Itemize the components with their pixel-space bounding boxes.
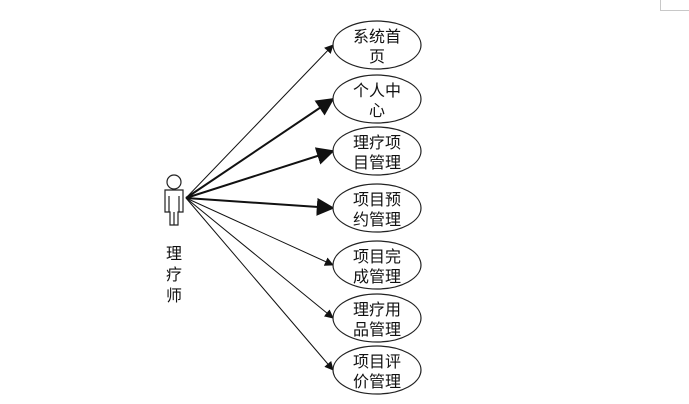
use-case-label-line1: 理疗用 [353,300,401,319]
actor-label: 理 疗 师 [164,243,184,306]
use-case-label-line1: 个人中 [353,81,401,100]
use-case-label-line2: 目管理 [353,153,401,172]
use-case-ellipse [332,293,422,343]
association-arrow [185,197,334,266]
use-case-label-line2: 成管理 [353,267,401,286]
use-case-ellipse [332,126,422,176]
use-case-label-line1: 系统首 [353,27,401,46]
use-case-label-line1: 项目预 [353,190,401,209]
use-case-ellipse [332,345,422,395]
use-case-label-line1: 理疗项 [353,133,401,152]
use-case-label-line1: 项目评 [353,352,401,371]
association-arrow [185,44,334,199]
use-case-ellipse [332,74,422,124]
actor-label-char: 师 [165,286,182,305]
association-arrow [185,197,335,216]
window-corner-frame [660,0,689,11]
use-case-label-line2: 价管理 [353,372,401,391]
association-arrow [185,147,335,199]
use-case-label-line2: 心 [369,101,385,120]
association-arrow [185,197,334,371]
actor-label-char: 疗 [165,265,182,284]
use-case-ellipse [332,20,422,70]
use-case-label-line2: 页 [369,47,385,66]
actor-figure [164,174,184,226]
actor-label-char: 理 [165,244,182,263]
use-case-label-line2: 约管理 [353,210,401,229]
use-case-ellipse [332,240,422,290]
association-arrow [185,197,334,319]
use-case-label-line2: 品管理 [353,320,401,339]
use-case-label-line1: 项目完 [353,247,401,266]
association-arrow [185,97,335,199]
use-case-ellipse [332,183,422,233]
